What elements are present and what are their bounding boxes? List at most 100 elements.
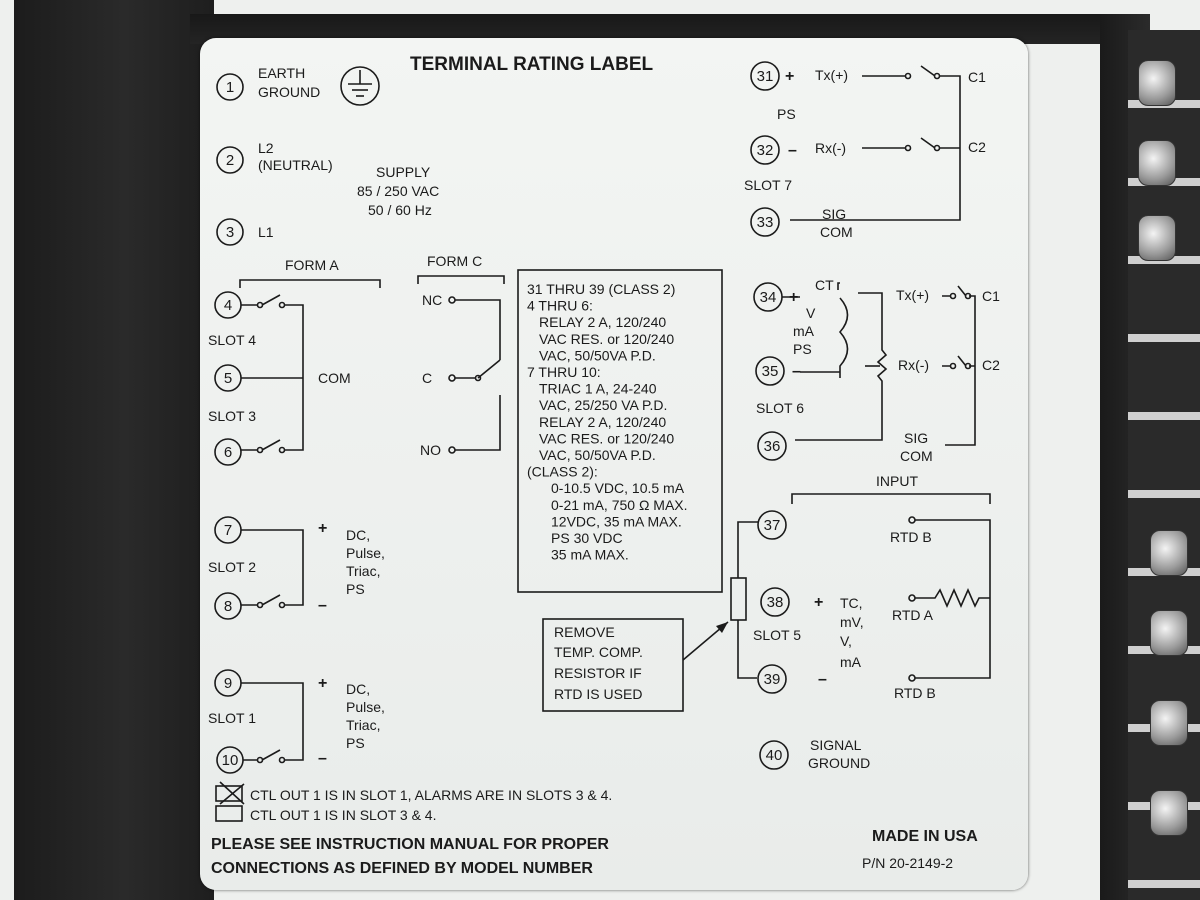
slot-6-minus: – — [792, 363, 801, 380]
slot-2-label: SLOT 2 — [208, 559, 256, 575]
terminal-37-number: 37 — [764, 517, 781, 534]
option-2-label: CTL OUT 1 IS IN SLOT 3 & 4. — [250, 807, 436, 823]
terminal-7-number: 7 — [224, 522, 232, 539]
rating-line: 0-21 mA, 750 Ω MAX. — [551, 497, 688, 513]
slot-7-minus: – — [788, 142, 797, 159]
terminal-32-circle — [750, 135, 780, 165]
rating-line: 7 THRU 10: — [527, 364, 601, 380]
slot-2-minus: – — [318, 597, 327, 614]
input-label: INPUT — [876, 473, 918, 489]
terminal-36-circle — [757, 431, 787, 461]
option-1-check-icon — [219, 781, 245, 805]
neutral-label: (NEUTRAL) — [258, 157, 333, 173]
temp-comp-resistor — [730, 577, 747, 621]
temp-comp-wiring — [737, 521, 758, 679]
slot-6-ps: PS — [793, 341, 812, 357]
ground-label: GROUND — [258, 84, 320, 100]
option-2-checkbox — [215, 805, 243, 822]
terminal-4-number: 4 — [224, 297, 232, 314]
remove-note-line-1: REMOVE — [554, 624, 615, 640]
slot-6-label: SLOT 6 — [756, 400, 804, 416]
rating-line: RELAY 2 A, 120/240 — [539, 414, 666, 430]
terminal-38-circle — [760, 587, 790, 617]
signal-ground-label: GROUND — [808, 755, 870, 771]
rating-line: 35 mA MAX. — [551, 547, 629, 563]
rating-line: 4 THRU 6: — [527, 298, 593, 314]
nc-label: NC — [422, 292, 442, 308]
terminal-8-number: 8 — [224, 598, 232, 615]
slot-1-pulse: Pulse, — [346, 699, 385, 715]
rtd-b-bottom-label: RTD B — [894, 685, 936, 701]
slot-2-pulse: Pulse, — [346, 545, 385, 561]
slot-2-ps: PS — [346, 581, 365, 597]
remove-note-box — [542, 618, 684, 712]
current-transformer-coil — [782, 282, 849, 378]
label-title: TERMINAL RATING LABEL — [410, 54, 654, 75]
terminal-36-number: 36 — [764, 438, 781, 455]
form-c-bracket — [417, 275, 505, 284]
ratings-text: 31 THRU 39 (CLASS 2)4 THRU 6: RELAY 2 A, … — [527, 281, 688, 563]
c-label: C — [422, 370, 432, 386]
slot-7-rx: Rx(-) — [815, 140, 846, 156]
rating-line: PS 30 VDC — [551, 530, 623, 546]
slot-1-label: SLOT 1 — [208, 710, 256, 726]
input-bracket — [791, 493, 991, 504]
rating-line: TRIAC 1 A, 24-240 — [539, 381, 657, 397]
terminal-2-circle — [216, 146, 244, 174]
manual-note-line-2: CONNECTIONS AS DEFINED BY MODEL NUMBER — [211, 860, 593, 877]
terminal-5-number: 5 — [224, 370, 232, 387]
form-c-label: FORM C — [427, 253, 482, 269]
terminal-38-number: 38 — [767, 594, 784, 611]
terminal-35-circle — [755, 356, 785, 386]
earth-label: EARTH — [258, 65, 305, 81]
slot-3-4-wiring — [241, 294, 304, 451]
rating-line: 12VDC, 35 mA MAX. — [551, 513, 682, 529]
remove-note-line-4: RTD IS USED — [554, 686, 642, 702]
terminal-rating-label — [200, 38, 1028, 890]
terminal-34-number: 34 — [760, 289, 777, 306]
rtd-resistor-icon — [915, 588, 990, 608]
rtd-b-top-label: RTD B — [890, 529, 932, 545]
slot-2-dc: DC, — [346, 527, 370, 543]
rating-line: 0-10.5 VDC, 10.5 mA — [551, 480, 685, 496]
rtd-a-label: RTD A — [892, 607, 934, 623]
form-a-label: FORM A — [285, 257, 339, 273]
slot-7-c1: C1 — [968, 69, 986, 85]
rating-line: VAC, 50/50VA P.D. — [539, 347, 656, 363]
manual-note-line-1: PLEASE SEE INSTRUCTION MANUAL FOR PROPER — [211, 836, 609, 853]
terminal-39-circle — [757, 664, 787, 694]
slot-7-sig: SIG — [822, 206, 846, 222]
slot-6-ct: CT — [815, 277, 834, 293]
terminal-33-circle — [750, 207, 780, 237]
supply-label: SUPPLY — [376, 164, 431, 180]
terminal-8-circle — [214, 592, 242, 620]
terminal-screw — [1138, 140, 1176, 186]
slot-1-plus: + — [318, 675, 327, 692]
rating-line: (CLASS 2): — [527, 464, 598, 480]
rating-line: 31 THRU 39 (CLASS 2) — [527, 281, 675, 297]
option-1-label: CTL OUT 1 IS IN SLOT 1, ALARMS ARE IN SL… — [250, 787, 612, 803]
l1-label: L1 — [258, 224, 274, 240]
form-c-wiring — [455, 299, 501, 451]
slot-7-wiring-b — [862, 137, 960, 149]
terminal-33-number: 33 — [757, 214, 774, 231]
slot-7-label: SLOT 7 — [744, 177, 792, 193]
part-number: P/N 20-2149-2 — [862, 855, 953, 871]
slot-7-plus: + — [785, 68, 794, 85]
slot-7-tx: Tx(+) — [815, 67, 848, 83]
slot-6-c1: C1 — [982, 288, 1000, 304]
terminal-1-number: 1 — [226, 79, 234, 96]
slot-5-mv: mV, — [840, 614, 864, 630]
terminal-39-number: 39 — [764, 671, 781, 688]
slot-6-ma: mA — [793, 323, 815, 339]
slot-1-minus: – — [318, 750, 327, 767]
terminal-40-circle — [759, 740, 789, 770]
slot-2-wiring — [241, 529, 304, 606]
terminal-31-number: 31 — [757, 68, 774, 85]
slot-7-ps: PS — [777, 106, 796, 122]
controller-housing-left — [14, 0, 214, 900]
terminal-screw — [1150, 790, 1188, 836]
slot-6-sig: SIG — [904, 430, 928, 446]
